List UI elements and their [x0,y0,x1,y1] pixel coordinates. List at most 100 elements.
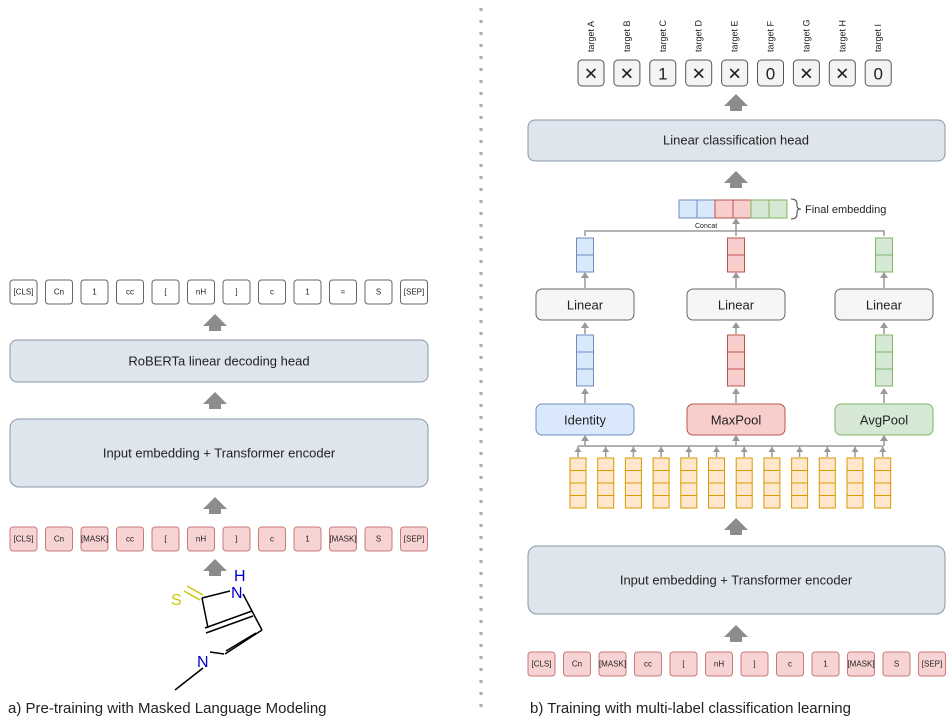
token-label: 1 [823,660,828,669]
token-embedding [818,457,836,509]
identity-label: Identity [564,413,606,428]
token-box [527,651,556,677]
embedding-vector [727,334,745,387]
brace-icon [790,198,802,220]
token-label: ] [235,288,237,297]
target-output-box [649,59,677,87]
target-output-box [613,59,641,87]
token-box [563,651,591,677]
target-label: target C [658,19,668,52]
token-label: S [894,660,899,669]
token-box [847,651,875,677]
token-embedding [874,457,892,509]
token-box [364,279,393,305]
token-label: cc [644,660,652,669]
molecule-structure: S N H N [171,568,263,691]
token-box [400,279,428,305]
target-output-box [828,59,856,87]
token-label: Cn [54,288,64,297]
token-label: 1 [305,535,310,544]
token-box [187,279,215,305]
pretraining-caption: a) Pre-training with Masked Language Mod… [8,700,327,717]
token-box [258,279,286,305]
target-output-value: 1 [658,65,667,84]
linear-layer-label: Linear [866,298,903,313]
token-box [882,651,911,677]
token-box [293,526,322,552]
target-output-box [864,59,892,87]
token-label: c [270,535,274,544]
nitrogen-atom: N [231,585,243,602]
maxpool-label: MaxPool [711,413,762,428]
token-box [705,651,733,677]
target-label: target D [694,19,704,52]
target-output-box [577,59,605,87]
token-embedding [846,457,864,509]
finetuning-encoder-label: Input embedding + Transformer encoder [620,573,853,588]
target-label: target I [873,24,883,52]
token-label: cc [126,288,134,297]
token-box [187,526,215,552]
token-label: 1 [305,288,310,297]
embedding-vector [727,237,745,273]
token-label: 1 [92,288,97,297]
token-box [329,279,357,305]
token-label: [MASK] [847,660,874,669]
token-label: = [341,288,346,297]
token-embedding [569,457,587,509]
target-label: target G [801,19,811,52]
arrow-up-icon [203,559,227,576]
embedding-vector [875,334,893,387]
arrow-up-icon [724,171,748,188]
token-label: nH [196,535,206,544]
token-box [364,526,393,552]
target-label: target B [622,20,632,52]
roberta-decoding-head-label: RoBERTa linear decoding head [128,354,309,369]
token-embedding [652,457,670,509]
token-label: [SEP] [404,288,424,297]
token-label: ] [235,535,237,544]
final-embedding-label: Final embedding [805,204,886,216]
token-label: c [270,288,274,297]
token-box [116,279,144,305]
token-box [80,526,109,552]
token-label: nH [714,660,724,669]
nitrogen-atom: N [197,654,209,671]
linear-layer [686,288,786,321]
finetuning-encoder-block [527,545,946,615]
token-label: ] [753,660,755,669]
token-box [151,526,180,552]
token-box [400,526,428,552]
token-embedding [680,457,698,509]
token-box [634,651,662,677]
token-label: c [788,660,792,669]
token-label: [ [164,535,167,544]
token-label: [MASK] [81,535,108,544]
target-label: target F [766,20,776,52]
token-box [222,526,251,552]
target-label: target E [730,20,740,52]
linear-layer-label: Linear [718,298,755,313]
arrow-up-icon [203,314,227,331]
token-label: cc [126,535,134,544]
token-label: [CLS] [531,660,551,669]
token-label: [MASK] [329,535,356,544]
target-output-value: ✕ [835,65,849,84]
token-embedding [597,457,615,509]
target-output-box [757,59,784,87]
token-box [222,279,251,305]
target-output-box [685,59,713,87]
avgpool-label: AvgPool [860,413,908,428]
hydrogen-atom: H [234,568,246,585]
target-output-value: ✕ [620,65,634,84]
final-embedding-vector [678,199,788,219]
token-box [151,279,180,305]
token-box [258,526,286,552]
token-label: [CLS] [13,535,33,544]
token-label: S [376,288,381,297]
token-box [45,279,73,305]
token-label: [SEP] [922,660,942,669]
